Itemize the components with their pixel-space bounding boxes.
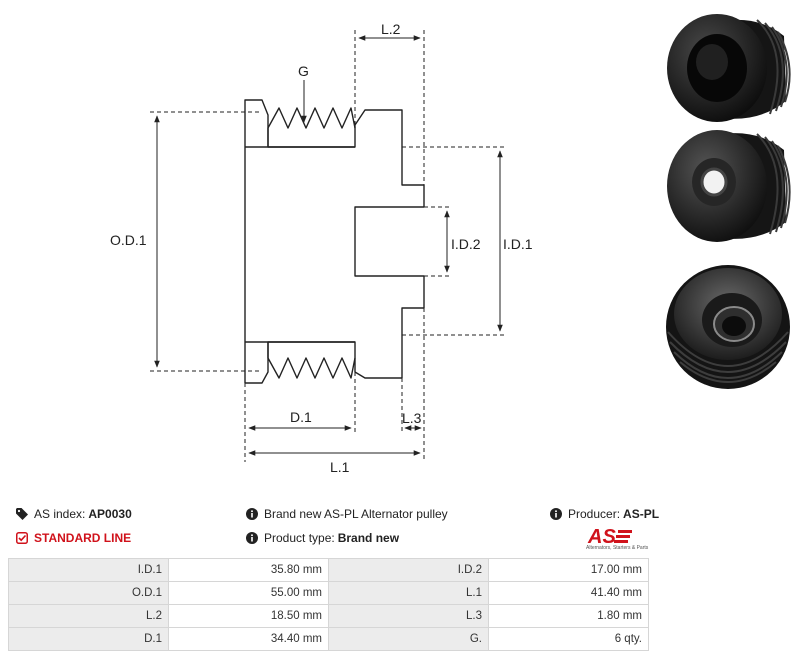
info-icon <box>246 532 258 544</box>
checkbox-checked-icon <box>16 532 28 544</box>
pulley-technical-drawing: G L.2 O.D.1 I.D.2 I.D.1 D.1 L.3 L.1 <box>110 21 533 475</box>
spec-label: L.3 <box>328 604 489 628</box>
as-index-value: AP0030 <box>88 507 132 521</box>
spec-value: 1.80 mm <box>488 604 649 628</box>
tag-icon <box>16 508 28 520</box>
producer-value: AS-PL <box>623 507 660 521</box>
product-photo-back <box>662 252 794 392</box>
spec-label: L.1 <box>328 581 489 605</box>
logo-tagline: Alternators, Starters & Parts <box>586 545 649 551</box>
spec-value: 34.40 mm <box>168 627 329 651</box>
description-text: Brand new AS-PL Alternator pulley <box>264 507 448 521</box>
table-row: O.D.1 55.00 mm L.1 41.40 mm <box>8 581 649 605</box>
producer: Producer: AS-PL <box>550 507 659 521</box>
info-icon <box>550 508 562 520</box>
spec-label: I.D.1 <box>8 558 169 582</box>
spec-label: I.D.2 <box>328 558 489 582</box>
logo-text: AS <box>587 526 616 548</box>
as-index-label: AS index: <box>34 507 86 521</box>
upper-grooves <box>267 107 356 147</box>
as-index: AS index: AP0030 <box>16 507 132 521</box>
product-type-value: Brand new <box>337 531 400 545</box>
spec-value: 55.00 mm <box>168 581 329 605</box>
spec-label: O.D.1 <box>8 581 169 605</box>
spec-label: L.2 <box>8 604 169 628</box>
label-l3: L.3 <box>402 410 422 426</box>
table-row: I.D.1 35.80 mm I.D.2 17.00 mm <box>8 558 649 582</box>
info-icon <box>246 508 258 520</box>
label-id1: I.D.1 <box>503 236 533 252</box>
product-photo-side <box>662 6 794 126</box>
spec-label: D.1 <box>8 627 169 651</box>
label-l2: L.2 <box>381 21 401 37</box>
label-d1: D.1 <box>290 409 312 425</box>
as-pl-logo: AS <box>587 526 632 548</box>
label-id2: I.D.2 <box>451 236 481 252</box>
spec-value: 6 qty. <box>488 627 649 651</box>
label-od1: O.D.1 <box>110 232 147 248</box>
spec-value: 41.40 mm <box>488 581 649 605</box>
product-type-label: Product type: <box>264 531 335 545</box>
table-row: L.2 18.50 mm L.3 1.80 mm <box>8 604 649 628</box>
table-row: D.1 34.40 mm G. 6 qty. <box>8 627 649 651</box>
spec-label: G. <box>328 627 489 651</box>
spec-value: 35.80 mm <box>168 558 329 582</box>
standard-line: STANDARD LINE <box>16 531 131 545</box>
product-photo-front <box>662 122 794 250</box>
label-g: G <box>298 63 309 79</box>
spec-value: 17.00 mm <box>488 558 649 582</box>
specs-table: I.D.1 35.80 mm I.D.2 17.00 mm O.D.1 55.0… <box>8 558 649 651</box>
label-l1: L.1 <box>330 459 350 475</box>
lower-grooves <box>267 342 356 379</box>
producer-label: Producer: <box>568 507 621 521</box>
pulley-outline <box>244 99 425 384</box>
spec-value: 18.50 mm <box>168 604 329 628</box>
product-description: Brand new AS-PL Alternator pulley <box>246 507 448 521</box>
product-type: Product type: Brand new <box>246 531 399 545</box>
standard-line-label: STANDARD LINE <box>34 531 132 545</box>
